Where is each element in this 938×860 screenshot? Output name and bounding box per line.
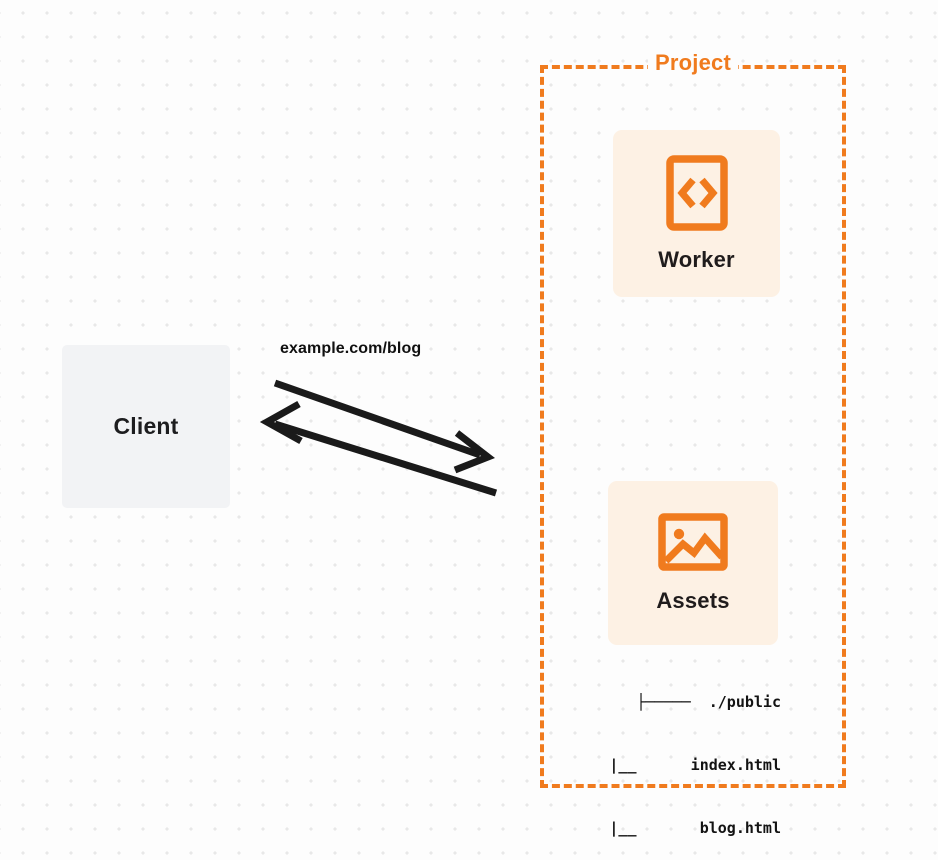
image-icon bbox=[658, 512, 728, 572]
file-tree-row: |__ blog.html bbox=[591, 819, 781, 837]
client-node-label: Client bbox=[113, 413, 179, 439]
request-url-label: example.com/blog bbox=[280, 340, 422, 357]
code-document-icon bbox=[665, 154, 728, 231]
assets-node: Assets bbox=[608, 481, 778, 645]
worker-node: Worker bbox=[613, 130, 780, 297]
assets-file-tree: ├───── ./public |__ index.html |__ blog.… bbox=[540, 650, 781, 860]
response-arrow bbox=[259, 400, 498, 497]
file-tree-row: |__ index.html bbox=[591, 756, 781, 774]
request-arrow bbox=[273, 379, 496, 474]
file-tree-row: ├───── ./public bbox=[636, 693, 782, 711]
client-node: Client bbox=[62, 345, 230, 508]
project-title: Project bbox=[648, 50, 738, 76]
assets-node-label: Assets bbox=[656, 588, 730, 613]
project-container: Project bbox=[540, 50, 846, 788]
worker-node-label: Worker bbox=[658, 246, 735, 272]
